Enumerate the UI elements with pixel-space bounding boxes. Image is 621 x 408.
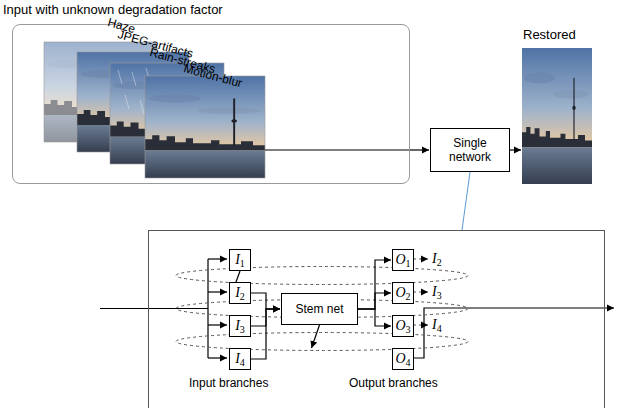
symbol-subscript: 4 [437,323,442,334]
connector [358,260,391,309]
symbol-letter: I [432,251,437,266]
symbol-letter: I [235,351,240,366]
feedback-symbol: I4 [431,317,443,333]
symbol-letter: I [235,252,240,267]
image-stack [44,42,265,178]
heading: Restored [523,27,576,42]
feedback-symbol: I2 [431,251,443,267]
box-label: Single network [431,136,509,164]
heading: Input with unknown degradation factor [3,2,223,17]
symbol-subscript: 2 [406,291,411,302]
feedback-loops [176,259,468,351]
input-arrow-line [265,149,410,150]
branch-symbol: O1 [395,252,410,268]
photo [522,48,592,184]
callout-line [462,172,470,230]
process-box: Stem net [281,293,358,325]
branch-box: O4 [392,348,414,370]
branch-symbol: O4 [395,351,410,367]
symbol-subscript: 1 [406,258,411,269]
symbol-subscript: 3 [406,324,411,335]
input-panel: Input with unknown degradation factor [12,24,410,184]
symbol-subscript: 4 [240,357,245,368]
symbol-letter: O [395,252,405,267]
branch-box: O1 [392,249,414,271]
connector [410,149,429,150]
connector [510,149,521,150]
branch-box: O3 [392,315,414,337]
feedback-symbol: I3 [431,284,443,300]
branch-box: I3 [229,315,251,337]
branch-symbol: O3 [395,318,410,334]
symbol-letter: I [235,318,240,333]
symbol-subscript: 3 [437,290,442,301]
branch-box: I4 [229,348,251,370]
branch-box: I1 [229,249,251,271]
output-line [413,308,614,358]
restored-image: Restored [522,48,592,184]
symbol-letter: O [395,351,405,366]
connector [312,325,320,348]
symbol-letter: I [235,285,240,300]
branch-symbol: I4 [235,351,245,367]
network-detail-frame: Input branchesOutput branchesI1I2I3I4Ste… [148,230,605,408]
group-caption: Input branches [189,376,268,390]
branch-symbol: I1 [235,252,245,268]
branch-box: I2 [229,282,251,304]
connector [358,309,391,326]
branch-symbol: I2 [235,285,245,301]
connector [251,309,280,359]
input-bus [100,259,227,358]
box-label: Stem net [292,302,346,316]
branch-box: O2 [392,282,414,304]
symbol-subscript: 2 [437,257,442,268]
branch-symbol: O2 [395,285,410,301]
branch-symbol: I3 [235,318,245,334]
connector [251,293,280,309]
symbol-subscript: 1 [240,258,245,269]
symbol-letter: I [432,284,437,299]
symbol-letter: O [395,318,405,333]
connector [358,293,391,309]
symbol-subscript: 4 [406,357,411,368]
symbol-subscript: 3 [240,324,245,335]
symbol-letter: I [432,317,437,332]
group-caption: Output branches [349,376,438,390]
symbol-subscript: 2 [240,291,245,302]
process-box: Single network [430,128,510,172]
symbol-letter: O [395,285,405,300]
